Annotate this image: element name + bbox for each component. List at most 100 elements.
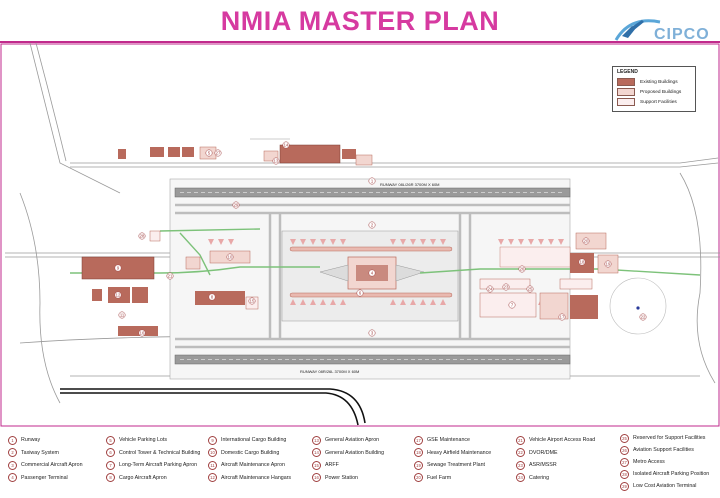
- legend-item-proposed: Proposed Buildings: [617, 88, 681, 96]
- callout-6: 6: [359, 291, 362, 296]
- callout-22: 22: [641, 315, 646, 320]
- west-facilities: [81, 230, 259, 336]
- callout-15: 15: [250, 299, 255, 304]
- key-number: 14: [312, 448, 321, 458]
- key-label: Commercial Aircraft Apron: [21, 462, 83, 469]
- callout-20: 20: [584, 239, 589, 244]
- callout-9: 9: [117, 266, 120, 271]
- key-number: 29: [620, 481, 629, 491]
- key-label: Catering: [529, 474, 550, 481]
- callout-28: 28: [140, 234, 145, 239]
- legend-box: LEGEND Existing Buildings Proposed Build…: [612, 66, 696, 112]
- legend-title: LEGEND: [617, 69, 638, 75]
- north-pier: [289, 246, 453, 252]
- key-number: 5: [106, 435, 115, 445]
- key-number: 16: [312, 473, 321, 483]
- key-number: 4: [8, 473, 17, 483]
- key-number: 27: [620, 457, 629, 467]
- key-number: 23: [516, 460, 525, 470]
- callout-10: 10: [228, 255, 233, 260]
- runway-north-label: RUNWAY 08L/26R 3700M X 60M: [380, 182, 440, 187]
- key-number: 19: [414, 460, 423, 470]
- key-number: 2: [8, 448, 17, 458]
- access-road: [60, 388, 366, 424]
- key-number: 6: [106, 448, 115, 458]
- key-label: International Cargo Building: [221, 437, 287, 444]
- key-label: Aircraft Maintenance Apron: [221, 462, 285, 469]
- legend-swatch-proposed: [617, 88, 635, 96]
- key-label: Aviation Support Facilities: [633, 447, 694, 453]
- key-item: 10 Domestic Cargo Building: [208, 447, 291, 460]
- key-item: 20 Fuel Farm: [414, 472, 491, 485]
- callout-7: 7: [511, 303, 514, 308]
- logo-text: CIPCO: [654, 26, 710, 43]
- key-number: 10: [208, 448, 217, 458]
- key-item: 15 ARFF: [312, 459, 384, 472]
- callout-26: 26: [520, 267, 525, 272]
- key-number: 9: [208, 435, 217, 445]
- callout-2: 2: [371, 223, 374, 228]
- callout-4: 4: [371, 271, 374, 276]
- key-label: Vehicle Parking Lots: [119, 437, 167, 444]
- key-label: ASR/MSSR: [529, 462, 557, 469]
- callout-16: 16: [140, 331, 145, 336]
- key-label: Runway: [21, 437, 41, 444]
- key-item: 16 Power Station: [312, 472, 384, 485]
- callout-13: 13: [274, 159, 279, 164]
- key-number: 20: [414, 473, 423, 483]
- callout-17: 17: [560, 315, 565, 320]
- key-label: Passenger Terminal: [21, 474, 68, 481]
- key-number: 18: [414, 448, 423, 458]
- key-number: 1: [8, 435, 17, 445]
- key-number: 17: [414, 435, 423, 445]
- key-label: GSE Maintenance: [427, 437, 470, 444]
- key-number: 13: [312, 435, 321, 445]
- key-number: 3: [8, 460, 17, 470]
- legend-swatch-support: [617, 98, 635, 106]
- callout-25: 25: [528, 287, 533, 292]
- key-item: 3 Commercial Aircraft Apron: [8, 459, 83, 472]
- key-number: 8: [106, 473, 115, 483]
- callout-8: 8: [211, 295, 214, 300]
- key-column-3: 9 International Cargo Building 10 Domestic…: [208, 434, 291, 484]
- key-label: Fuel Farm: [427, 474, 452, 481]
- key-item: 9 International Cargo Building: [208, 434, 291, 447]
- key-label: Low Cost Aviation Terminal: [633, 483, 697, 489]
- callout-12: 12: [116, 293, 121, 298]
- key-column-2: 5 Vehicle Parking Lots 6 Control Tower & T…: [106, 434, 200, 484]
- callout-18: 18: [580, 260, 585, 265]
- key-label: Domestic Cargo Building: [221, 449, 280, 456]
- key-label: Reserved for Support Facilities: [633, 435, 706, 441]
- key-number: 22: [516, 448, 525, 458]
- key-number: 15: [312, 460, 321, 470]
- callout-27: 27: [216, 151, 221, 156]
- key-label: Power Station: [325, 474, 358, 481]
- callout-5: 5: [208, 151, 211, 156]
- key-number: 26: [620, 445, 629, 455]
- airplane-logo-icon: [614, 19, 661, 41]
- callout-24: 24: [488, 287, 493, 292]
- key-item: 6 Control Tower & Technical Building: [106, 447, 200, 460]
- page-title: NMIA MASTER PLAN: [220, 6, 500, 36]
- key-label: ARFF: [325, 462, 339, 469]
- key-number: 24: [516, 473, 525, 483]
- key-label: Long-Term Aircraft Parking Apron: [119, 462, 198, 469]
- key-label: Heavy Airfield Maintenance: [427, 449, 492, 456]
- key-label: Isolated Aircraft Parking Position: [633, 471, 710, 477]
- key-number: 11: [208, 460, 217, 470]
- key-item: 23 ASR/MSSR: [516, 459, 595, 472]
- key-label: Sewage Treatment Plant: [427, 462, 486, 469]
- key-label: Control Tower & Technical Building: [119, 449, 201, 456]
- callout-19: 19: [606, 262, 611, 267]
- key-item: 26 Aviation Support Facilities: [620, 444, 709, 456]
- key-item: 29 Low Cost Aviation Terminal: [620, 480, 709, 492]
